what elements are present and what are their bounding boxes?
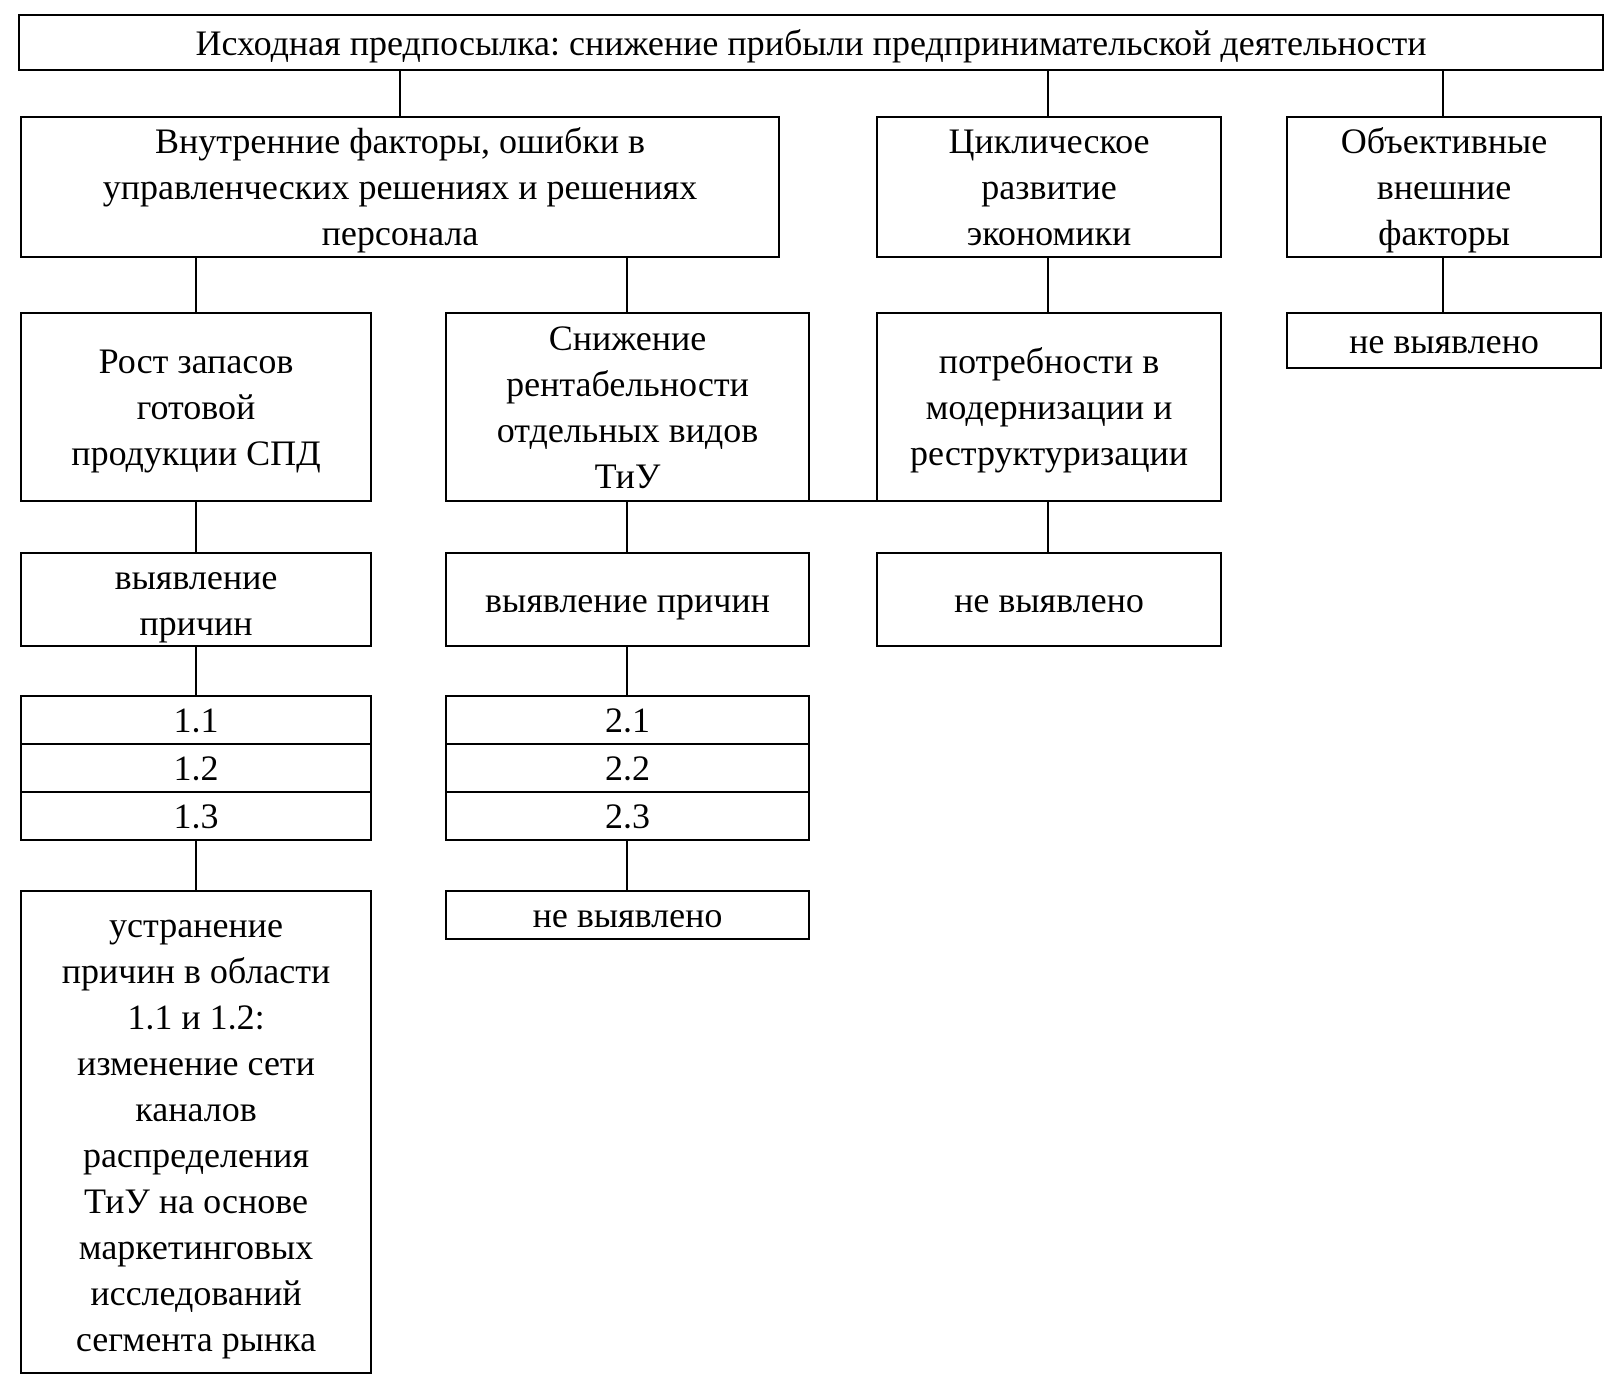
connector-internal-inventory <box>195 258 197 312</box>
connector-root-internal <box>399 71 401 116</box>
modernization-not-identified-box: не выявлено <box>876 552 1222 647</box>
cause-1-3-cell: 1.3 <box>20 791 372 841</box>
cause-2-1-cell: 2.1 <box>445 695 810 745</box>
root-premise-box: Исходная предпосылка: снижение прибыли п… <box>18 14 1604 71</box>
connector-cyclical-modernization <box>1047 258 1049 312</box>
connector-causes1-list <box>195 647 197 695</box>
connector-root-cyclical <box>1047 71 1049 116</box>
external-not-identified-box: не выявлено <box>1286 312 1602 369</box>
causes-identification-2-box: выявление причин <box>445 552 810 647</box>
connector-causes2-list <box>626 647 628 695</box>
cause-1-1-cell: 1.1 <box>20 695 372 745</box>
inventory-growth-box: Рост запасов готовой продукции СПД <box>20 312 372 502</box>
cause-2-3-cell: 2.3 <box>445 791 810 841</box>
cause-2-2-cell: 2.2 <box>445 743 810 793</box>
cyclical-development-box: Циклическое развитие экономики <box>876 116 1222 258</box>
causes-identification-1-box: выявление причин <box>20 552 372 647</box>
cause-1-2-cell: 1.2 <box>20 743 372 793</box>
connector-modernization-notfound <box>1047 502 1049 552</box>
connector-bridge-level3 <box>810 500 876 502</box>
connector-inventory-causes1 <box>195 502 197 552</box>
connector-list1-elimination <box>195 841 197 890</box>
connector-external-notfound <box>1442 258 1444 312</box>
profitability-decline-box: Снижение рентабельности отдельных видов … <box>445 312 810 502</box>
modernization-needs-box: потребности в модернизации и реструктури… <box>876 312 1222 502</box>
internal-factors-box: Внутренние факторы, ошибки в управленчес… <box>20 116 780 258</box>
elimination-box: устранение причин в области 1.1 и 1.2: и… <box>20 890 372 1374</box>
decline-not-identified-box: не выявлено <box>445 890 810 940</box>
connector-list2-notfound <box>626 841 628 890</box>
connector-internal-profitability <box>626 258 628 312</box>
external-factors-box: Объективные внешние факторы <box>1286 116 1602 258</box>
connector-profitability-causes2 <box>626 502 628 552</box>
connector-root-external <box>1442 71 1444 116</box>
